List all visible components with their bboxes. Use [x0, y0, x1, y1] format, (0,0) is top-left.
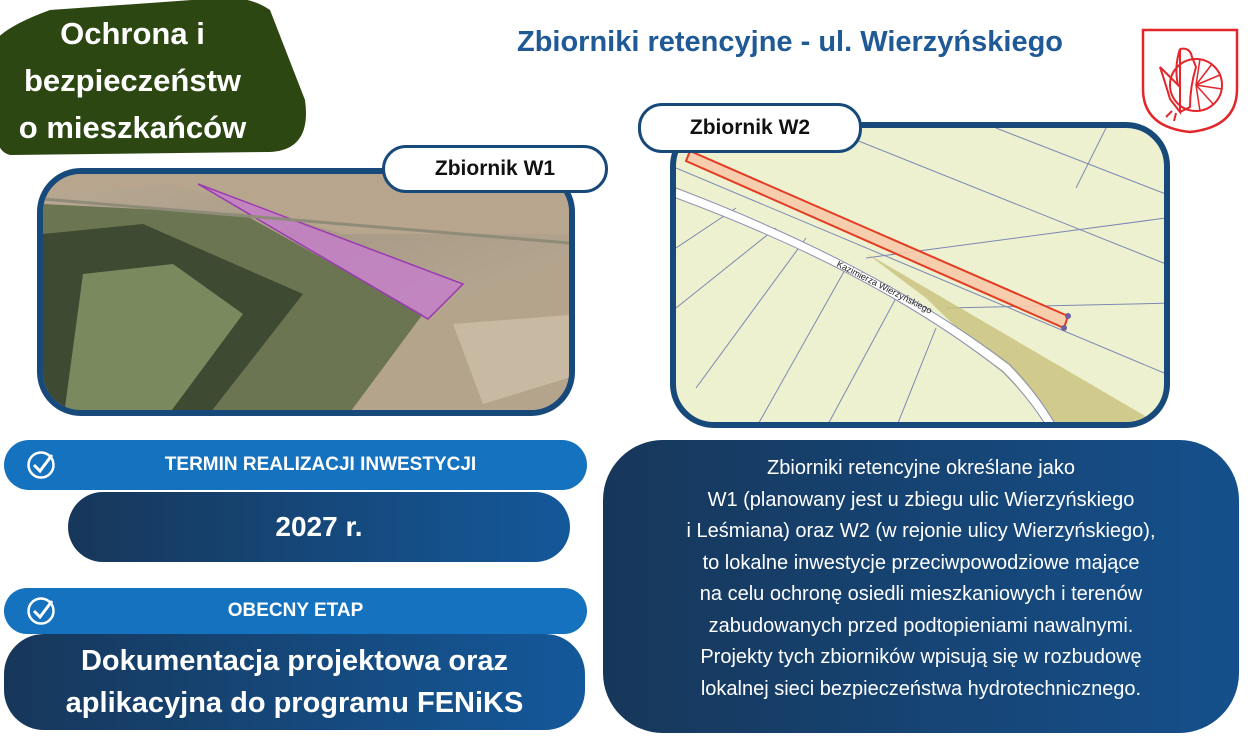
- aerial-photo: [43, 174, 569, 410]
- stage-line: aplikacyjna do programu FENiKS: [65, 687, 524, 719]
- map-w2-label: Zbiornik W2: [638, 103, 862, 153]
- description-line: Projekty tych zbiorników wpisują się w r…: [700, 646, 1142, 668]
- stage-header: OBECNY ETAP: [4, 588, 587, 634]
- description-box: Zbiorniki retencyjne określane jako W1 (…: [603, 440, 1239, 733]
- check-circle-icon: [27, 597, 55, 625]
- description-line: W1 (planowany jest u zbiegu ulic Wierzyń…: [707, 488, 1135, 511]
- badge-line: Ochrona i: [60, 16, 205, 51]
- stage-value: Dokumentacja projektowa oraz aplikacyjna…: [4, 634, 585, 730]
- description-line: na celu ochronę osiedli mieszkaniowych i…: [699, 583, 1143, 605]
- deadline-header: TERMIN REALIZACJI INWESTYCJI: [4, 440, 587, 490]
- description-line: i Leśmiana) oraz W2 (w rejonie ulicy Wie…: [686, 520, 1156, 542]
- cadastral-map: Kazimierza Wierzyńskiego: [676, 128, 1164, 422]
- map-w2-cadastral: Kazimierza Wierzyńskiego: [670, 122, 1170, 428]
- deadline-header-text: TERMIN REALIZACJI INWESTYCJI: [164, 454, 477, 475]
- page-title: Zbiorniki retencyjne - ul. Wierzyńskiego: [516, 26, 1064, 58]
- description-line: zabudowanych przed podtopieniami nawalny…: [708, 614, 1134, 637]
- description-line: lokalnej sieci bezpieczeństwa hydrotechn…: [700, 677, 1142, 700]
- section-badge-shape: [0, 0, 306, 155]
- badge-line: o mieszkańców: [18, 110, 247, 145]
- check-circle-icon: [27, 451, 55, 479]
- deadline-value: 2027 r.: [68, 492, 570, 562]
- section-badge: Ochrona i bezpieczeństw o mieszkańców: [0, 10, 265, 151]
- coat-of-arms-logo: [1141, 28, 1239, 134]
- description-line: Zbiorniki retencyjne określane jako: [767, 457, 1075, 479]
- badge-line: bezpieczeństw: [23, 63, 242, 98]
- description-line: to lokalne inwestycje przeciwpowodziowe …: [702, 551, 1140, 574]
- stage-header-text: OBECNY ETAP: [227, 600, 364, 621]
- map-w1-label: Zbiornik W1: [382, 145, 608, 193]
- map-w1-aerial: [37, 168, 575, 416]
- stage-line: Dokumentacja projektowa oraz: [80, 645, 509, 677]
